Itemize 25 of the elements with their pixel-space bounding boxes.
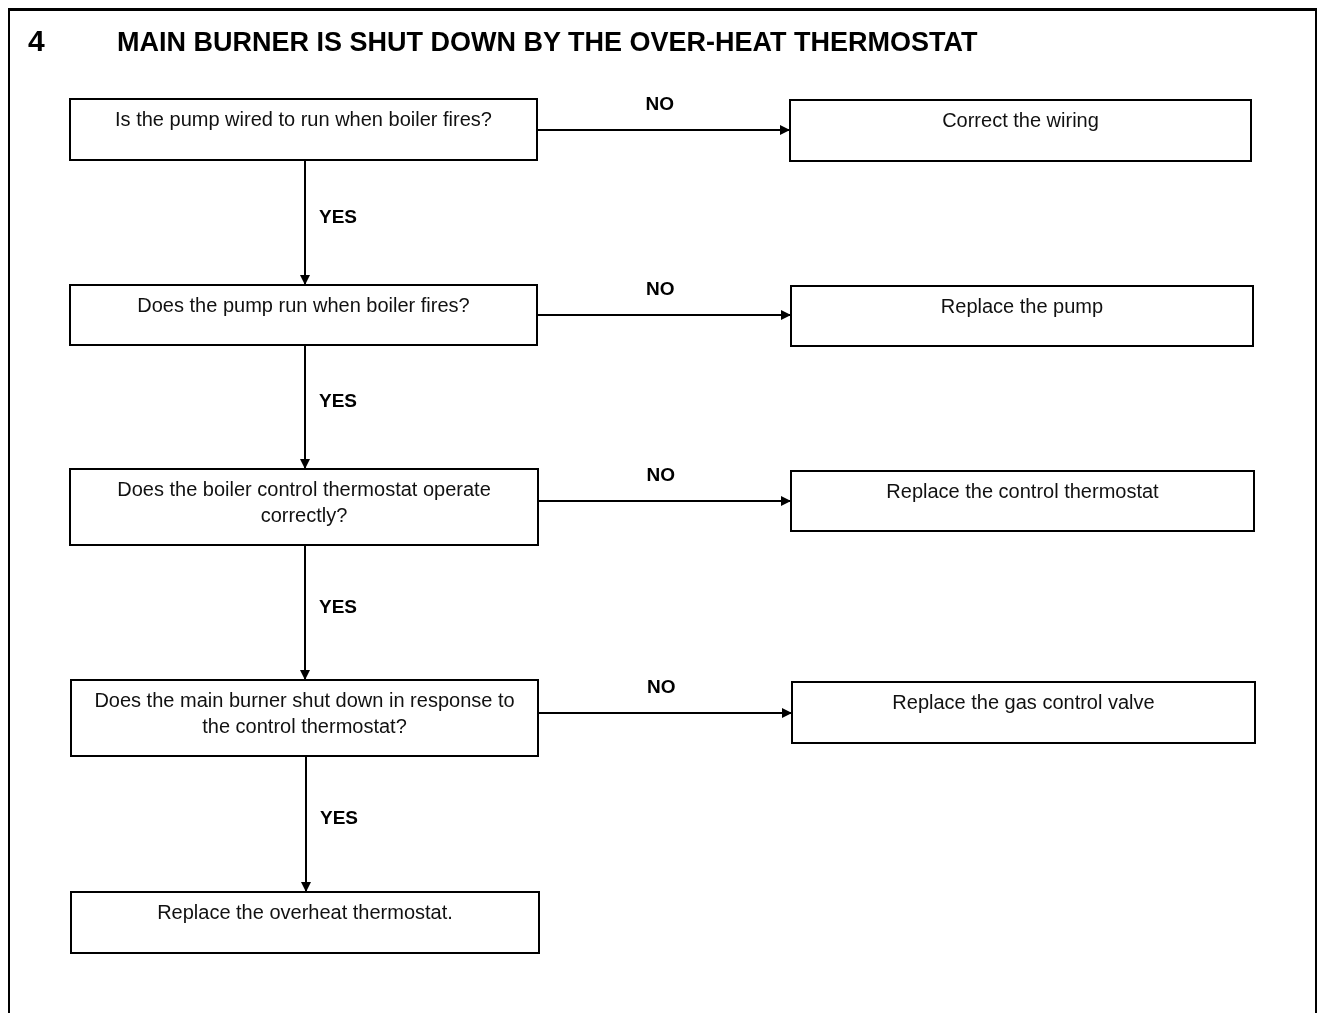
section-number: 4 (28, 26, 45, 56)
arrow (537, 125, 790, 135)
title: MAIN BURNER IS SHUT DOWN BY THE OVER-HEAT THERMOSTAT (117, 28, 978, 58)
process-box: Does the main burner shut down in response to the control thermostat? (70, 679, 539, 757)
process-box: Replace the overheat thermostat. (70, 891, 540, 954)
edge-label: YES (319, 391, 358, 410)
edge-label: NO (646, 279, 675, 298)
arrow (538, 496, 791, 506)
arrow (300, 545, 310, 680)
process-box: Replace the pump (790, 285, 1254, 347)
process-box: Does the boiler control thermostat operate correctly? (69, 468, 539, 546)
edge-label: NO (645, 94, 674, 113)
process-box: Replace the control thermostat (790, 470, 1255, 532)
process-box: Is the pump wired to run when boiler fires? (69, 98, 538, 161)
arrow (537, 310, 791, 320)
arrow (301, 756, 311, 892)
process-box: Does the pump run when boiler fires? (69, 284, 538, 346)
arrow (300, 160, 310, 285)
process-box: Correct the wiring (789, 99, 1252, 162)
process-box: Replace the gas control valve (791, 681, 1256, 744)
edge-label: NO (646, 465, 675, 484)
arrow (538, 708, 792, 718)
arrow (300, 345, 310, 469)
edge-label: YES (320, 808, 359, 827)
edge-label: NO (647, 677, 676, 696)
